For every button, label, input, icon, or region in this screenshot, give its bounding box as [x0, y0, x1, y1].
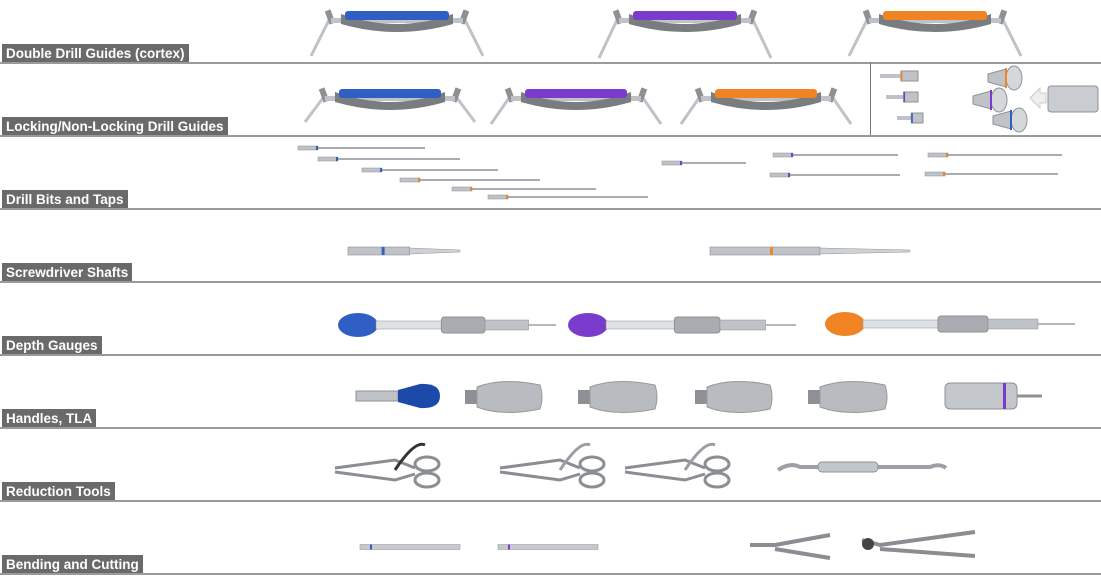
double-drill-guide-orange	[847, 9, 1023, 57]
category-label: Screwdriver Shafts	[2, 263, 133, 281]
reduction-forceps-black	[334, 442, 441, 489]
drill-sleeve-insert	[886, 91, 919, 103]
drill-bit	[399, 177, 540, 183]
tap	[661, 160, 746, 166]
screwdriver-shaft-orange	[709, 246, 911, 256]
category-row-drill-bits: Drill Bits and Taps	[0, 137, 1101, 210]
drill-bit	[451, 186, 596, 192]
tap	[924, 171, 1058, 177]
tap	[772, 152, 898, 158]
depth-gauge-purple	[568, 313, 796, 337]
drill-guide-cone	[972, 87, 1008, 113]
tap	[769, 172, 900, 178]
category-label: Reduction Tools	[2, 482, 115, 500]
category-label: Bending and Cutting	[2, 555, 143, 573]
bending-iron-purple	[497, 544, 599, 550]
drill-bit	[361, 167, 498, 173]
drill-guide-cone	[987, 65, 1023, 91]
handle-blue	[355, 383, 440, 409]
drill-bit	[487, 194, 648, 200]
category-row-depth-gauges: Depth Gauges	[0, 283, 1101, 356]
category-row-handles: Handles, TLA	[0, 356, 1101, 429]
category-label: Handles, TLA	[2, 409, 97, 427]
handle-ratchet	[578, 380, 658, 414]
drill-sleeve-insert	[880, 70, 919, 82]
arrow-icon	[1029, 85, 1099, 113]
category-row-screwdriver-shafts: Screwdriver Shafts	[0, 210, 1101, 283]
double-drill-guide-blue	[309, 9, 485, 57]
handle-gray	[465, 380, 543, 414]
section-divider	[870, 62, 871, 135]
depth-gauge-orange	[825, 312, 1075, 336]
handle-large	[695, 380, 773, 414]
reduction-forceps	[499, 442, 606, 489]
reduction-forceps-small	[624, 442, 731, 489]
category-row-double-drill-guides: Double Drill Guides (cortex)	[0, 0, 1101, 64]
screwdriver-shaft-blue	[347, 246, 461, 256]
category-label: Double Drill Guides (cortex)	[2, 44, 189, 62]
drill-guide-cone	[992, 107, 1028, 133]
category-row-reduction-tools: Reduction Tools	[0, 429, 1101, 502]
plate-bending-pliers	[750, 533, 831, 560]
category-row-bending-cutting: Bending and Cutting	[0, 502, 1101, 575]
double-drill-guide-purple	[597, 9, 773, 59]
elevator-tool	[776, 461, 948, 473]
category-label: Drill Bits and Taps	[2, 190, 128, 208]
category-row-locking-drill-guides: Locking/Non-Locking Drill Guides	[0, 64, 1101, 137]
plate-cutter	[861, 530, 976, 558]
drill-bit	[317, 156, 460, 162]
tap	[927, 152, 1062, 158]
locking-drill-guide-purple	[489, 87, 663, 125]
locking-drill-guide-orange	[679, 87, 853, 125]
drill-bit	[297, 145, 425, 151]
category-label: Depth Gauges	[2, 336, 102, 354]
torque-limiting-attachment	[944, 382, 1042, 410]
bending-iron-blue	[359, 544, 461, 550]
category-label: Locking/Non-Locking Drill Guides	[2, 117, 228, 135]
depth-gauge-blue	[338, 313, 556, 337]
handle-ratchet-large	[808, 380, 888, 414]
drill-sleeve-insert	[897, 112, 924, 124]
locking-drill-guide-blue	[303, 87, 477, 123]
